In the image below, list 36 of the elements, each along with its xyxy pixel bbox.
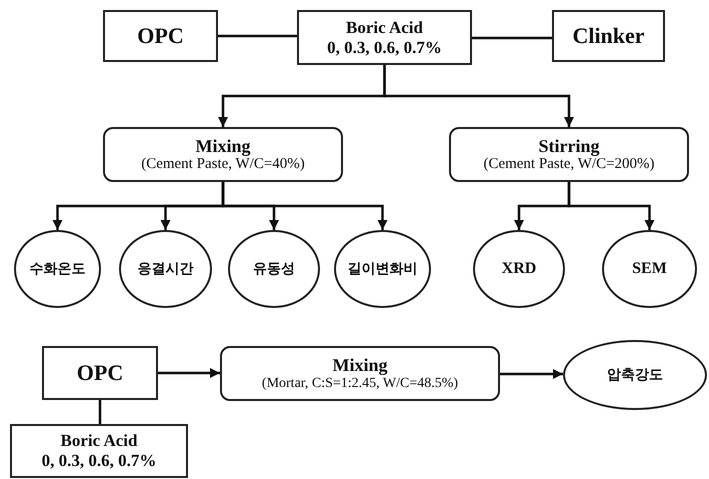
arrow: [158, 368, 220, 378]
node-title: OPC: [137, 23, 184, 49]
node-title: Mixing: [332, 355, 388, 376]
process-box: [297, 10, 472, 65]
node-detail: 0, 0.3, 0.6, 0.7%: [42, 451, 156, 471]
node-title: Stirring: [538, 136, 600, 156]
node-title: 압축강도: [607, 366, 663, 384]
process-box: [10, 424, 188, 478]
process-box: [220, 346, 500, 401]
connector-line: [472, 36, 552, 40]
arrow: [500, 369, 563, 379]
process-box: [103, 10, 218, 62]
node-title: Clinker: [572, 23, 645, 49]
node-title: Boric Acid: [60, 431, 138, 451]
connector-line: [218, 34, 297, 38]
node-title: SEM: [632, 260, 667, 278]
node-detail: 0, 0.3, 0.6, 0.7%: [327, 38, 442, 58]
node-detail: (Cement Paste, W/C=200%): [483, 156, 655, 174]
node-title: 응결시간: [138, 260, 194, 278]
node-detail: (Cement Paste, W/C=40%): [141, 156, 305, 174]
node-detail: (Mortar, C:S=1:2.45, W/C=48.5%): [262, 376, 458, 392]
process-box: [552, 10, 665, 62]
process-box: [449, 127, 689, 182]
node-title: Boric Acid: [346, 18, 423, 38]
node-title: 길이변화비: [348, 260, 418, 278]
process-box: [103, 127, 343, 182]
process-box: [42, 346, 158, 400]
connector-line: [98, 400, 102, 424]
node-title: Mixing: [195, 136, 250, 156]
arrow: [383, 65, 574, 127]
node-title: XRD: [502, 260, 536, 278]
node-title: 유동성: [253, 260, 295, 278]
arrow: [568, 182, 654, 230]
arrow: [222, 182, 388, 230]
node-title: 수화온도: [30, 260, 86, 278]
node-title: OPC: [76, 360, 124, 386]
